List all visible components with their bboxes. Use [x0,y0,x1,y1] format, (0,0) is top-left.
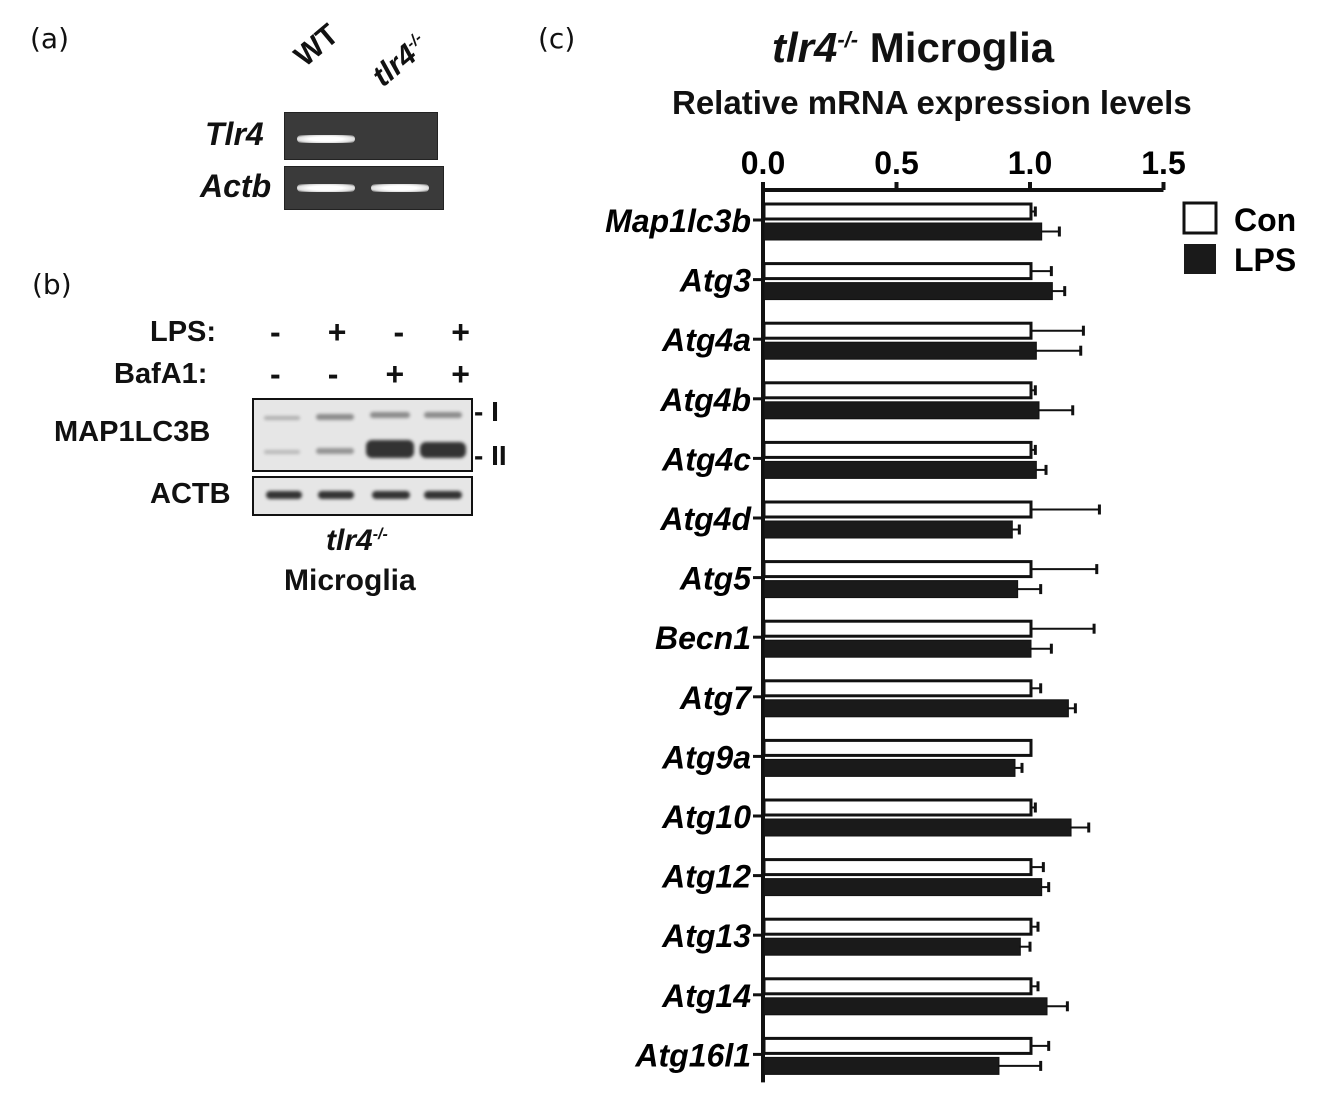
x-tick-label: 0.5 [874,145,918,181]
bafa1-conditions: - - + + [270,356,470,393]
bar-lps [763,699,1069,718]
gel-actb [284,166,444,210]
bar-lps [763,282,1053,301]
lps-cond: - [270,314,281,350]
bar-con [762,858,1033,877]
bar-lps [763,758,1016,777]
bar-con [762,262,1033,281]
category-label: Atg12 [661,859,751,895]
baf-cond: + [451,356,470,392]
bar-con [762,321,1033,340]
title-gene: tlr4 [772,24,838,71]
caption-gene-text: tlr4 [326,524,373,557]
gel-row-actb-label: Actb [200,168,272,204]
panel-c-label: (c) [538,22,576,55]
bar-con [762,560,1033,579]
category-label: Atg9a [661,739,751,775]
bar-lps [763,222,1043,241]
gel-tlr4 [284,112,438,160]
category-label: Atg4d [659,501,752,537]
map1lc3b-label: MAP1LC3B [54,416,211,448]
bar-lps [763,818,1072,837]
bar-con [762,1036,1033,1055]
category-label: Atg4b [659,382,751,418]
category-label: Atg16l1 [634,1037,751,1073]
category-label: Atg13 [661,918,751,954]
bar-con [762,202,1033,221]
lps-label: LPS: [150,316,217,348]
caption-sup: -/- [372,526,388,543]
actb-label: ACTB [150,478,231,510]
legend-lps-label: LPS [1234,242,1296,278]
caption-gene: tlr4-/- [326,524,388,558]
category-label: Atg10 [661,799,751,835]
legend-lps-swatch [1184,244,1216,274]
lps-cond: + [327,314,347,350]
x-tick-label: 0.0 [741,145,785,181]
bar-lps [763,639,1032,658]
baf-cond: - [270,356,281,392]
band-ii-label: - II [474,440,507,471]
x-axis-label: Relative mRNA expression levels [672,84,1192,121]
band-i-label: - I [474,396,499,427]
bar-con [762,619,1033,638]
bar-con [762,917,1033,936]
blot-map1lc3b [252,398,473,472]
baf-cond: - [327,356,339,392]
baf-cond: + [385,356,405,392]
category-label: Atg5 [679,561,752,597]
bar-lps [763,937,1021,956]
bar-con [762,798,1033,817]
category-label: Atg7 [679,680,753,716]
bar-con [762,679,1033,698]
category-label: Atg3 [679,263,751,299]
x-tick-label: 1.0 [1008,145,1052,181]
caption-cell: Microglia [284,564,416,597]
category-label: Atg4a [661,322,751,358]
title-sup: -/- [837,27,859,52]
panel-b-label: (b) [32,268,72,301]
category-label: Map1lc3b [605,203,751,239]
chart-title: tlr4-/- Microglia [772,24,1054,72]
bar-lps [763,520,1013,539]
legend-con-swatch [1182,201,1218,235]
category-label: Becn1 [655,620,751,656]
bar-con [762,977,1033,996]
lps-conditions: - + - + [270,314,470,351]
x-tick-label: 1.5 [1141,145,1185,181]
lps-cond: - [393,314,405,350]
bar-con [762,440,1033,459]
bar-lps [763,997,1048,1016]
bar-con [762,500,1033,519]
bar-lps [763,401,1040,420]
bar-lps [763,341,1037,360]
category-label: Atg14 [661,978,751,1014]
bar-lps [763,878,1043,897]
panel-a-label: (a) [30,22,70,55]
bar-lps [763,580,1019,599]
bar-lps [763,1056,1000,1075]
title-rest: Microglia [869,24,1055,71]
blot-actb [252,476,473,516]
gel-row-tlr4-label: Tlr4 [205,116,264,152]
bar-con [762,738,1033,757]
category-label: Atg4c [661,441,751,477]
lps-cond: + [451,314,470,350]
bar-con [762,381,1033,400]
bafa1-label: BafA1: [114,358,208,390]
bar-lps [763,460,1037,479]
legend-con-label: Con [1234,202,1296,238]
